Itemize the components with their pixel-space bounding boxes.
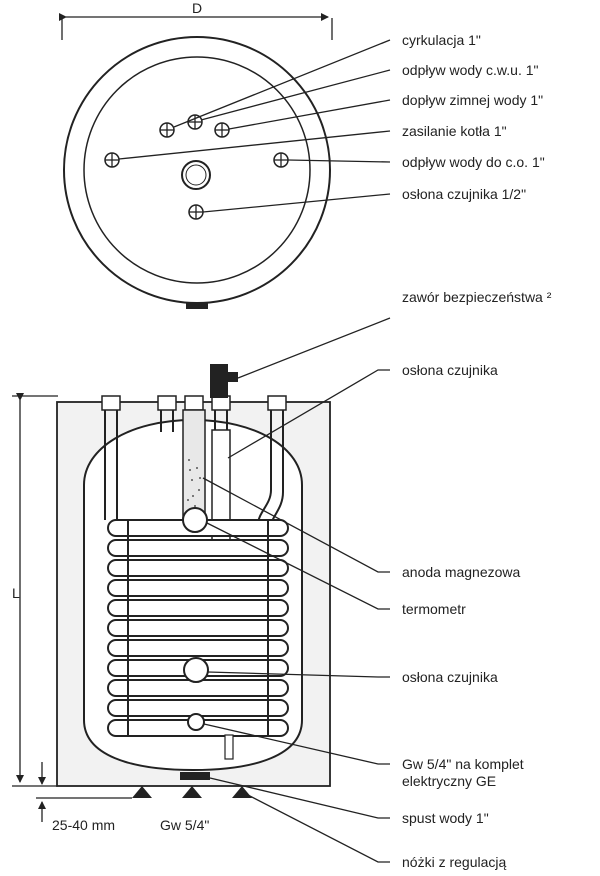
label-safety-valve: zawór bezpieczeństwa ² [402,289,552,305]
diameter-label: D [192,0,202,16]
label-electric-heater-line1: Gw 5/4" na komplet [402,756,524,772]
leader-cold-water [228,99,391,130]
magnesium-anode [182,409,206,521]
leader-thermometer [206,522,390,610]
top-view: D [59,0,391,309]
safety-valve [210,364,228,398]
label-heating-outlet: odpływ wody do c.o. 1" [402,154,545,170]
leader-anode [202,477,390,573]
thermometer-fitting [182,507,208,533]
stub-5 [267,395,287,411]
leader-sensor-sleeve [202,193,391,213]
bottom-inlet-label: Gw 5/4" [160,817,209,833]
label-adjustable-feet: nóżki z regulacją [402,854,506,870]
electric-heater-fitting [187,713,205,731]
stub-4 [211,395,231,411]
foot-middle [182,786,202,798]
label-boiler-supply: zasilanie kotła 1" [402,123,507,139]
label-sensor-sleeve-lower: osłona czujnika [402,669,498,685]
heating-coil [107,519,289,737]
foot-left [132,786,152,798]
label-water-drain: spust wody 1" [402,810,489,826]
label-electric-heater-line2: elektryczny GE [402,773,496,789]
label-circulation: cyrkulacja 1" [402,32,481,48]
label-cold-water-inlet: dopływ zimnej wody 1" [402,92,543,108]
label-hot-water-outlet: odpływ wody c.w.u. 1" [402,62,539,78]
side-view: L 25-40 mm Gw 5/4" [12,317,391,863]
leader-feet [245,793,390,863]
connector-circulation [159,122,175,138]
connector-cold-water-inlet [214,122,230,138]
stub-3 [184,395,204,411]
stub-2 [157,395,177,411]
connector-boiler-supply [104,152,120,168]
leader-sensor-sleeve-upper [227,369,390,459]
label-sensor-sleeve-upper: osłona czujnika [402,362,498,378]
leader-safety-valve [237,317,391,379]
leader-electric-heater [203,723,390,765]
length-label: L [12,585,20,601]
bottom-foot-mark [186,302,208,309]
leader-circulation [173,39,391,128]
feet-gap-label: 25-40 mm [52,817,115,833]
connector-sensor-sleeve [188,204,204,220]
leader-heating-outlet [287,159,391,163]
label-sensor-sleeve: osłona czujnika 1/2" [402,186,526,202]
label-thermometer: termometr [402,601,466,617]
water-drain [180,772,210,780]
connector-heating-outlet [273,152,289,168]
leader-sensor-sleeve-lower [207,671,390,678]
leader-water-drain [209,777,390,819]
label-magnesium-anode: anoda magnezowa [402,564,521,580]
leader-boiler-supply [118,130,391,160]
stub-1 [101,395,121,411]
leader-hot-water [200,69,391,121]
sensor-sleeve-lower [183,657,209,683]
